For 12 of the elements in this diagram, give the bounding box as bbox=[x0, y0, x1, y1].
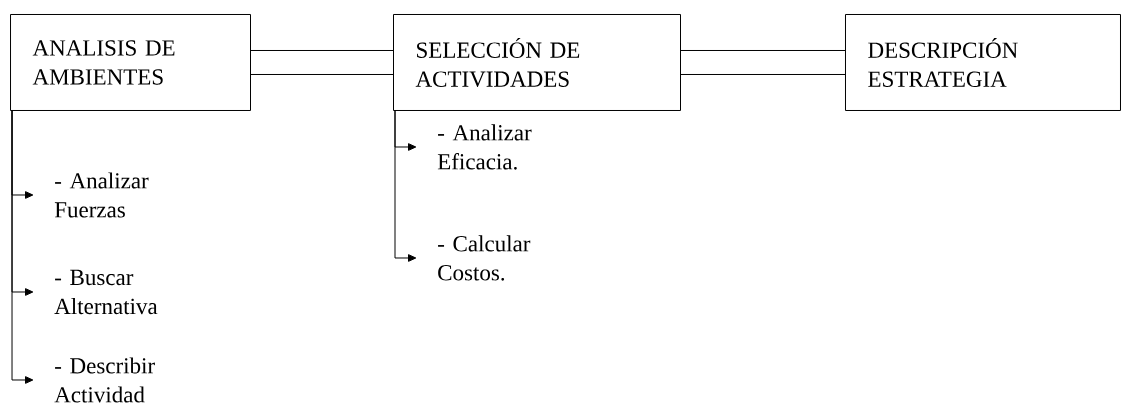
arrow bbox=[394, 110, 417, 262]
list-item: - Analizar Fuerzas bbox=[54, 172, 149, 218]
list-item: - Buscar Alternativa bbox=[54, 269, 158, 315]
process-box: SELECCIÓN DE ACTIVIDADES bbox=[393, 14, 681, 111]
double-line bbox=[250, 50, 394, 75]
arrow bbox=[11, 110, 34, 384]
list-item: - Calcular Costos. bbox=[438, 235, 531, 281]
process-box: ANALISIS DE AMBIENTES bbox=[10, 14, 251, 111]
double-line bbox=[680, 50, 846, 75]
list-item: - Describir Actividad bbox=[54, 357, 155, 403]
process-box: DESCRIPCIÓN ESTRATEGIA bbox=[845, 14, 1121, 111]
list-item: - Analizar Eficacia. bbox=[437, 124, 532, 170]
